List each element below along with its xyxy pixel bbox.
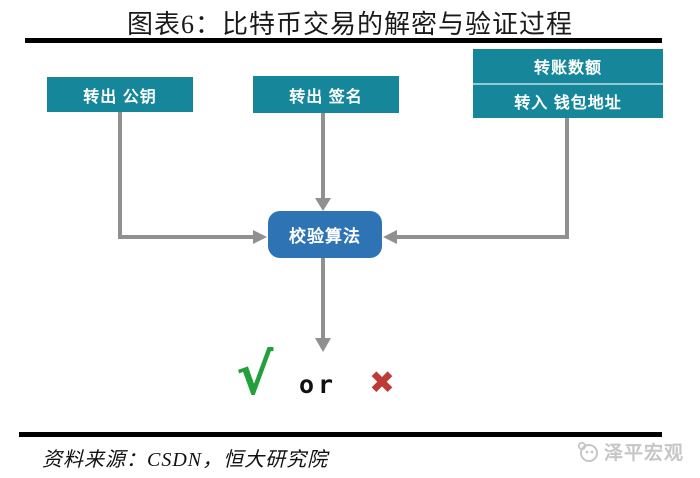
cross-mark-icon: ✖ (369, 365, 395, 401)
node-amount-label: 转账数额 (533, 59, 602, 77)
node-amount: 转账数额 (473, 49, 663, 85)
bottom-rule (19, 432, 662, 437)
top-rule (25, 38, 662, 43)
watermark-label: 泽平宏观 (604, 443, 685, 464)
result-or-label: or (299, 370, 338, 399)
node-verification-algorithm-label: 校验算法 (289, 227, 361, 246)
node-wallet-address-label: 转入 钱包地址 (514, 95, 622, 113)
figure-title: 图表6：比特币交易的解密与验证过程 (126, 10, 573, 39)
arrowhead-left-icon (383, 230, 397, 244)
node-verification-algorithm: 校验算法 (268, 211, 382, 258)
arrowhead-down-icon (315, 338, 331, 352)
node-public-key: 转出 公钥 (47, 77, 193, 112)
node-public-key-label: 转出 公钥 (83, 88, 157, 106)
node-signature-label: 转出 签名 (289, 88, 363, 106)
zeping-macro-watermark: 泽平宏观 (576, 438, 684, 465)
node-signature: 转出 签名 (253, 76, 399, 113)
source-note: 资料来源：CSDN，恒大研究院 (42, 449, 329, 471)
connector-algorithm-to-result (315, 258, 331, 352)
check-mark-icon: √ (236, 343, 274, 408)
connector-public-key-to-algorithm (118, 112, 267, 244)
connector-wallet-to-algorithm (383, 118, 569, 244)
node-transfer-details: 转账数额 转入 钱包地址 (473, 49, 663, 118)
arrowhead-down-icon (315, 198, 331, 211)
node-wallet-address: 转入 钱包地址 (473, 85, 663, 119)
panda-logo-icon (577, 441, 598, 462)
arrowhead-right-icon (253, 230, 267, 244)
connector-signature-to-algorithm (315, 113, 331, 211)
